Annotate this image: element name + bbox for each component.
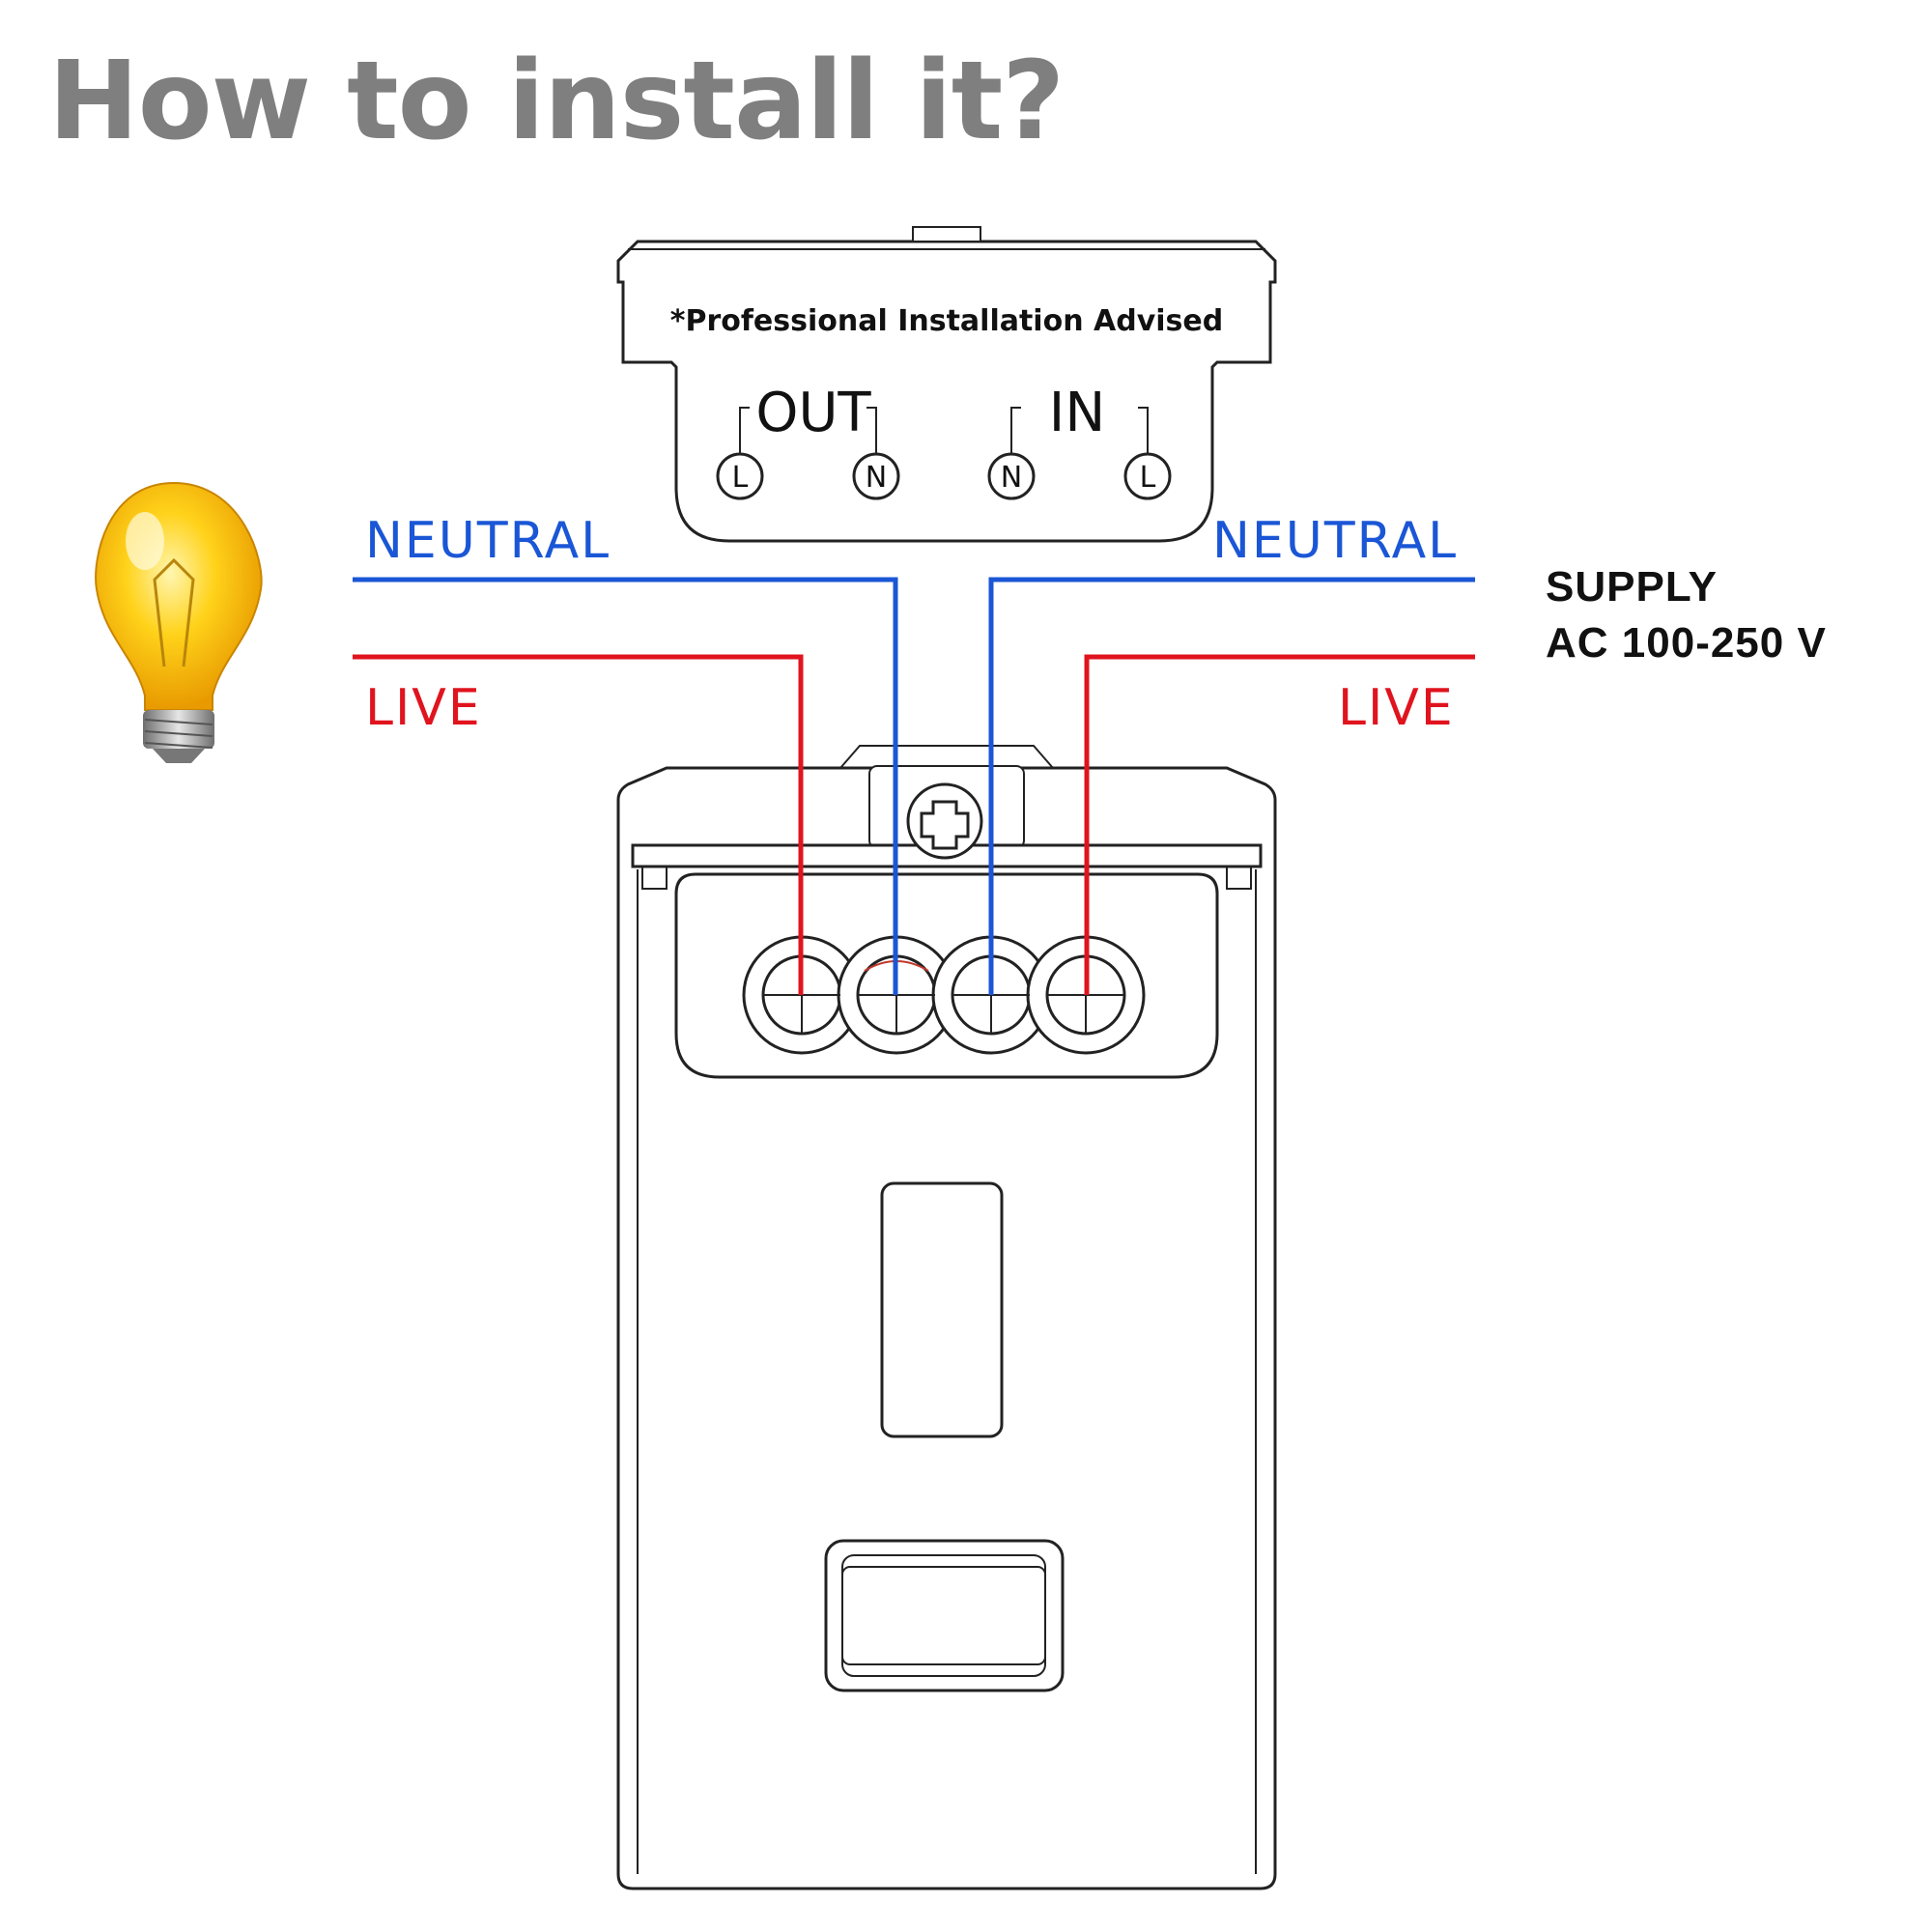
page-title: How to install it? [48,39,1065,164]
left-live-label: LIVE [365,679,482,737]
terminal-marker-in-n: N [987,452,1036,500]
in-label: IN [1049,382,1105,444]
switch-rocker [824,1539,1065,1692]
terminal-marker-out-l: L [716,452,764,500]
svg-text:N: N [1001,461,1022,495]
terminal-marker-out-n: N [852,452,900,500]
supply-label: SUPPLY [1546,563,1718,611]
terminal-label-box: *Professional Installation Advised OUT I… [616,226,1277,543]
status-window [880,1181,1004,1438]
svg-text:L: L [732,461,749,495]
installation-note: *Professional Installation Advised [670,304,1223,338]
out-neutral-wire [353,577,898,995]
svg-text:N: N [866,461,887,495]
in-live-wire [1084,654,1475,995]
out-label: OUT [755,382,871,444]
left-neutral-label: NEUTRAL [365,512,611,570]
out-live-wire [353,654,804,995]
in-neutral-wire [988,577,1475,995]
light-bulb-icon [95,481,263,763]
terminal-marker-in-l: L [1123,452,1172,500]
supply-voltage-label: AC 100-250 V [1546,619,1827,667]
screw-icon [906,782,983,860]
switch-module-body [616,745,1277,1890]
svg-text:L: L [1140,461,1156,495]
right-neutral-label: NEUTRAL [1212,512,1458,570]
right-live-label: LIVE [1338,679,1455,737]
